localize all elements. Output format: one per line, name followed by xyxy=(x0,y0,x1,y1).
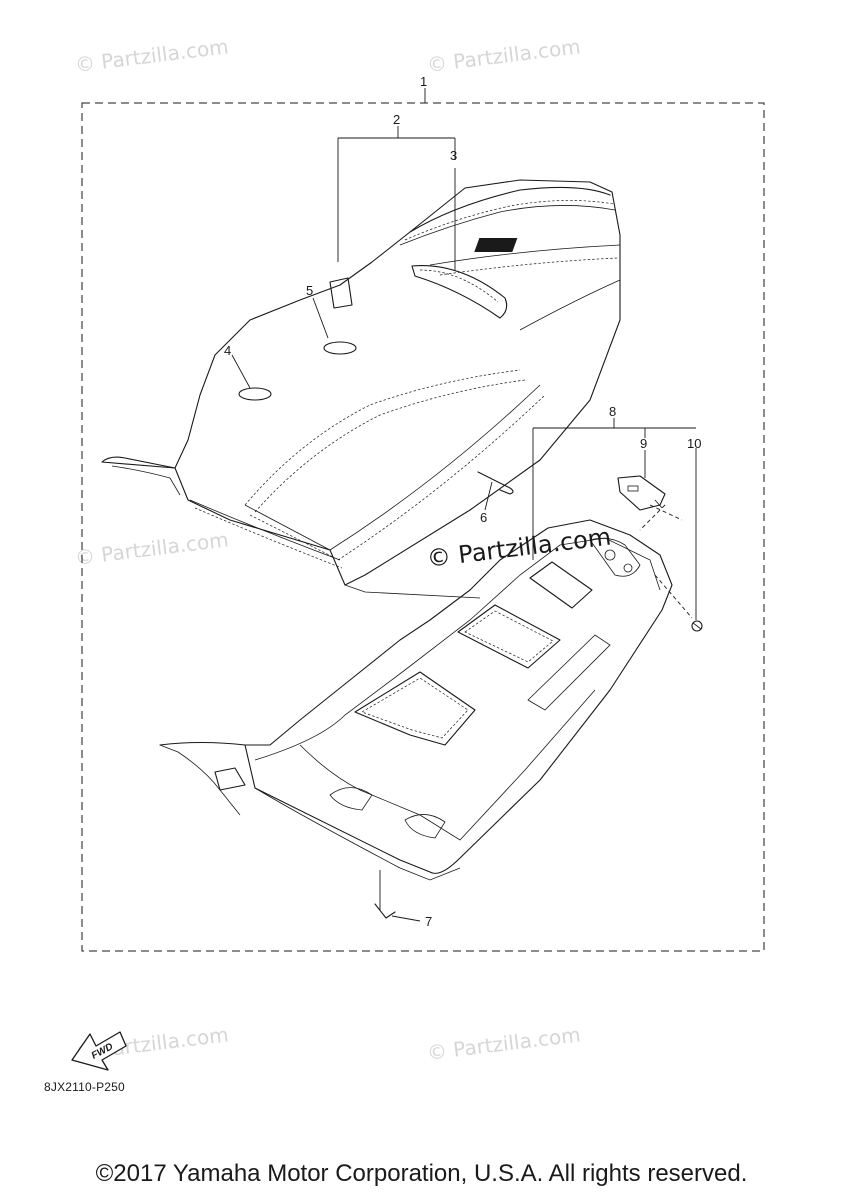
seat-base xyxy=(159,519,673,881)
callout-9: 9 xyxy=(640,436,647,451)
part-10-screw xyxy=(691,620,703,632)
watermark: © Partzilla.com xyxy=(74,34,230,77)
callout-2: 2 xyxy=(393,112,400,127)
seat-logo-patch xyxy=(474,238,518,252)
kit-boundary xyxy=(81,102,765,952)
diagram-code: 8JX2110-P250 xyxy=(44,1080,125,1094)
part-7-clip xyxy=(374,903,396,919)
watermark: © Partzilla.com xyxy=(74,527,230,570)
leader-lines xyxy=(231,88,697,922)
part-9-latch-plate xyxy=(617,475,666,511)
watermark: © Partzilla.com xyxy=(426,1022,582,1065)
seat-upper xyxy=(101,179,621,599)
copyright-notice: ©2017 Yamaha Motor Corporation, U.S.A. A… xyxy=(95,1160,748,1187)
callout-8: 8 xyxy=(609,404,616,419)
callout-1: 1 xyxy=(420,74,427,89)
callout-6: 6 xyxy=(480,510,487,525)
callout-4: 4 xyxy=(224,343,231,358)
callout-5: 5 xyxy=(306,283,313,298)
watermark-center: © Partzilla.com xyxy=(425,523,612,573)
part-6-clip xyxy=(477,471,514,495)
callout-7: 7 xyxy=(425,914,432,929)
watermark: © Partzilla.com xyxy=(426,34,582,77)
callout-3: 3 xyxy=(450,148,457,163)
callout-10: 10 xyxy=(687,436,701,451)
fwd-arrow-icon: FWD xyxy=(71,1031,127,1071)
